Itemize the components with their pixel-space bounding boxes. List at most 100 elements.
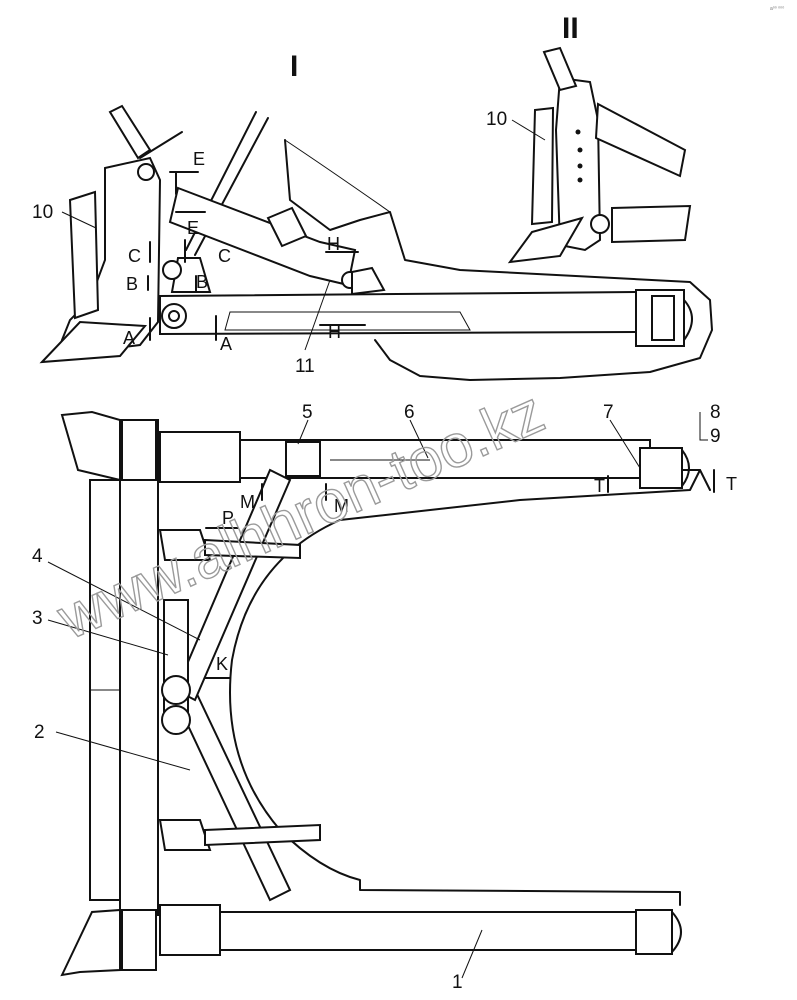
blade-top-tip-arm	[139, 131, 183, 159]
view-label-II: II	[562, 12, 579, 45]
part-4-label: 4	[32, 546, 43, 567]
tractor-plan-top	[339, 469, 701, 521]
section-T-label-right: T	[726, 474, 737, 494]
section-B-label-left: B	[126, 274, 138, 294]
detail-wear-strip	[530, 106, 555, 226]
leader-7	[609, 419, 641, 469]
section-B-arrows	[147, 275, 197, 293]
leader-4	[47, 561, 201, 641]
part-8-label: 8	[710, 402, 721, 423]
leader-3	[47, 619, 169, 656]
trunnion-ball	[683, 299, 693, 341]
leader-8-9	[699, 412, 708, 441]
hood-line	[284, 139, 391, 213]
leader-10-detail	[511, 119, 546, 141]
detail-blade	[554, 76, 602, 252]
view-label-I: I	[290, 50, 298, 83]
detail-hole	[575, 129, 581, 135]
cylinder-block	[266, 206, 308, 248]
detail-hole	[577, 163, 583, 169]
lower-cyl-bracket	[158, 819, 212, 851]
blade-end-top	[121, 419, 157, 481]
blade-frame-plan	[119, 419, 159, 916]
leader-6	[409, 419, 429, 459]
detail-top-tip	[542, 46, 578, 92]
part-10-label: 10	[32, 202, 53, 223]
section-H-arrows	[319, 251, 366, 326]
brace-joint-lower	[161, 705, 191, 735]
section-T-label-left: T	[594, 476, 605, 496]
trunnion-7-ball	[681, 449, 690, 487]
leader-1	[461, 929, 483, 979]
part-6-label: 6	[404, 402, 415, 423]
blade-end-bottom	[121, 909, 157, 971]
mount-bracket	[351, 266, 386, 296]
cutting-edge	[39, 320, 148, 364]
detail-hole	[577, 177, 583, 183]
side-view-I	[39, 104, 713, 381]
section-A-label-right: A	[220, 334, 232, 354]
trunnion-7	[639, 447, 683, 489]
part-9-label: 9	[710, 426, 721, 447]
section-P-label: P	[222, 508, 234, 528]
plan-view	[47, 410, 715, 979]
leader-10	[61, 211, 97, 229]
section-E-upper	[169, 171, 199, 195]
section-B-label-right: B	[196, 272, 208, 292]
section-C-label-left: C	[128, 246, 141, 266]
part-3-label: 3	[32, 608, 43, 629]
tractor-plan-outline	[229, 519, 681, 906]
link-bracket	[170, 257, 212, 293]
lower-cylinder	[204, 823, 321, 847]
part-1-label: 1	[452, 972, 463, 993]
detail-pin	[590, 214, 610, 234]
section-A-label-left: A	[123, 328, 135, 348]
leader-5	[297, 419, 309, 445]
blade-pivot	[137, 163, 155, 181]
arm-socket-lower	[159, 904, 221, 956]
detail-cutting-edge	[507, 216, 585, 264]
section-H-label-upper: H	[327, 234, 340, 254]
push-arm-1	[219, 911, 641, 951]
tractor-outline	[284, 139, 713, 381]
section-E-label-lower: E	[187, 218, 199, 238]
part-2-label: 2	[34, 722, 45, 743]
blade-top-tip	[108, 104, 152, 160]
trunnion-cap	[651, 295, 675, 341]
section-K-label: K	[216, 654, 228, 674]
part-5-label: 5	[302, 402, 313, 423]
detail-view-II	[507, 46, 692, 264]
detail-hole	[577, 147, 583, 153]
section-E-label-upper: E	[193, 149, 205, 169]
section-C-arrows	[149, 239, 186, 263]
upper-cylinder	[204, 538, 301, 560]
push-arm-slot	[224, 311, 471, 331]
detail-cylinder	[594, 102, 687, 178]
trunnion-lower-ball	[671, 911, 682, 953]
push-arm-side	[159, 290, 641, 336]
part-7-label: 7	[603, 402, 614, 423]
blade-corner-top	[60, 410, 121, 482]
section-M-arrows	[261, 483, 327, 501]
blade-corner-bottom	[60, 908, 121, 977]
brace-2	[174, 688, 292, 902]
corner-mark: a⁰⁰ ⁰⁰⁰	[770, 6, 784, 12]
leader-2	[55, 731, 191, 771]
section-M-label-left: M	[240, 492, 255, 512]
section-C-label-right: C	[218, 246, 231, 266]
blade-wear-strip	[68, 190, 100, 320]
section-M-label-right: M	[334, 496, 349, 516]
leader-11	[304, 279, 331, 351]
section-T-arrows	[607, 469, 715, 493]
arm-socket-upper	[159, 431, 241, 483]
upper-cyl-bracket	[158, 529, 212, 561]
section-H-label-lower: H	[328, 322, 341, 342]
brace-joint	[161, 675, 191, 705]
part-10-detail-label: 10	[486, 109, 507, 130]
lock-5	[285, 441, 321, 477]
trunnion-lower	[635, 909, 673, 955]
part-11-label: 11	[295, 356, 315, 377]
link-pin	[162, 260, 182, 280]
section-A-arrows	[149, 315, 217, 341]
detail-push-arm	[611, 204, 692, 244]
